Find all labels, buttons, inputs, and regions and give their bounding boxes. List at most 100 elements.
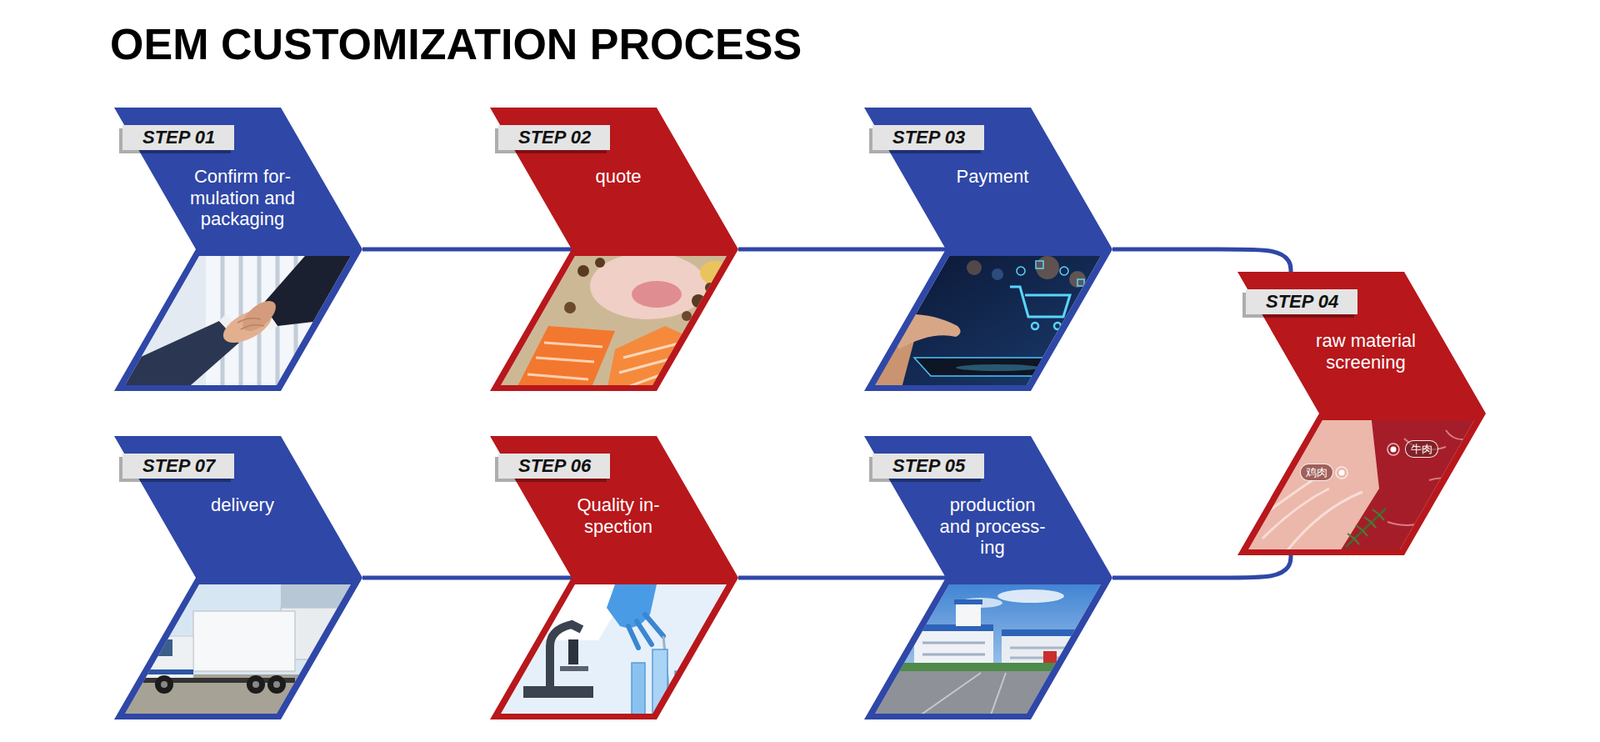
- factory-photo: [954, 599, 983, 605]
- chevron-outline: [1237, 271, 1486, 555]
- step-tab-slot: STEP 01: [122, 125, 235, 150]
- food-photo: [490, 249, 739, 391]
- meat-photo: [1237, 413, 1488, 555]
- payment-photo: [1035, 260, 1044, 269]
- food-photo: [490, 249, 739, 391]
- step-text-slot: production and process- ing: [936, 494, 1050, 559]
- factory-photo: [914, 624, 994, 631]
- lab-photo: [523, 685, 594, 698]
- factory-photo: [1043, 650, 1057, 663]
- payment-photo: [864, 249, 1113, 391]
- truck-photo: [160, 680, 168, 688]
- step-text-slot: Payment: [930, 165, 1055, 188]
- payment-photo: [955, 364, 1040, 371]
- lab-photo: [560, 665, 589, 671]
- meat-photo: [1390, 446, 1397, 453]
- step-label: production and process- ing: [936, 494, 1050, 559]
- handshake-photo: [237, 295, 281, 336]
- payment-photo: [1069, 270, 1086, 288]
- truck-photo: [155, 675, 174, 694]
- step-label: Confirm for- mulation and packaging: [180, 165, 305, 230]
- truck-photo: [114, 577, 363, 720]
- payment-photo: [1077, 279, 1085, 286]
- process-chevron: STEP 05 production and process- ing: [864, 435, 1113, 720]
- payment-photo: [864, 249, 1113, 391]
- truck-photo: [193, 610, 295, 671]
- factory-photo: [864, 670, 1115, 720]
- chevron-shape: [1237, 271, 1486, 555]
- truck-photo: [114, 577, 363, 720]
- food-photo: [527, 342, 603, 380]
- meat-photo: [1335, 466, 1348, 479]
- handshake-photo: [237, 318, 265, 330]
- flow-connector: [362, 247, 572, 252]
- handshake-photo: [114, 249, 365, 391]
- step-tab-slot: STEP 05: [872, 453, 985, 479]
- process-chevron: STEP 07 delivery: [114, 435, 363, 720]
- chevron-shape: [864, 107, 1113, 391]
- step-label: Quality in- spection: [555, 494, 681, 537]
- step-number: STEP 05: [872, 453, 985, 479]
- chevron-shape: [114, 435, 363, 720]
- payment-photo: [1010, 286, 1070, 317]
- chevron-shape: [490, 107, 739, 391]
- step-text-slot: delivery: [180, 494, 305, 516]
- chevron-outline: [864, 107, 1113, 391]
- chevron-outline: [114, 107, 363, 391]
- lab-photo: [490, 577, 739, 720]
- factory-photo: [864, 577, 1115, 720]
- payment-photo: [1060, 266, 1069, 275]
- handshake-photo: [114, 320, 240, 391]
- factory-photo: [864, 577, 1115, 720]
- food-photo: [631, 280, 682, 308]
- food-photo: [490, 249, 739, 391]
- meat-photo: [1347, 509, 1385, 545]
- flow-connector: [1112, 555, 1291, 578]
- step-tab-slot: STEP 07: [122, 453, 235, 479]
- lab-photo: [490, 577, 739, 720]
- food-photo: [515, 325, 615, 391]
- food-photo: [577, 265, 590, 277]
- truck-photo: [246, 675, 265, 694]
- truck-photo: [252, 680, 260, 688]
- meat-photo: [1254, 480, 1363, 550]
- step-label: raw material screening: [1303, 330, 1429, 373]
- truck-photo: [273, 680, 280, 688]
- step-label: delivery: [180, 494, 305, 516]
- food-photo: [564, 301, 576, 314]
- process-chevron: STEP 04 raw material screening: [1237, 271, 1486, 555]
- food-photo: [681, 310, 692, 321]
- lab-photo: [693, 657, 704, 716]
- step-tab-slot: STEP 02: [498, 125, 610, 150]
- food-tag: 牛肉: [1405, 440, 1439, 458]
- flow-connector: [738, 247, 946, 252]
- chevron-outline: [864, 435, 1113, 720]
- food-photo: [595, 257, 605, 268]
- factory-photo: [922, 642, 985, 655]
- step-number: STEP 02: [498, 125, 610, 150]
- step-tab-slot: STEP 03: [872, 125, 985, 150]
- meat-photo: [1339, 470, 1345, 476]
- chevron-outline: [490, 435, 739, 720]
- step-tab-slot: STEP 06: [498, 453, 610, 479]
- flow-connector: [738, 575, 946, 580]
- chevron-outline: [114, 435, 363, 720]
- truck-photo: [114, 674, 363, 720]
- meat-photo: [1387, 443, 1400, 455]
- food-tag: 鸡肉: [1300, 463, 1334, 481]
- food-photo: [590, 252, 707, 320]
- step-number: STEP 03: [872, 125, 985, 150]
- chevron-shape: [114, 107, 363, 391]
- factory-photo: [1001, 629, 1102, 636]
- step-tab-slot: STEP 04: [1245, 289, 1358, 315]
- meat-photo: [1345, 508, 1386, 547]
- factory-photo: [955, 602, 981, 626]
- payment-photo: [1035, 255, 1060, 280]
- step-number: STEP 01: [122, 125, 235, 150]
- lab-photo: [628, 614, 664, 648]
- diagram-title: OEM CUSTOMIZATION PROCESS: [110, 22, 802, 66]
- step-label: quote: [555, 165, 681, 188]
- truck-photo: [267, 675, 286, 694]
- process-chevron: STEP 06 Quality in- spection: [490, 435, 739, 720]
